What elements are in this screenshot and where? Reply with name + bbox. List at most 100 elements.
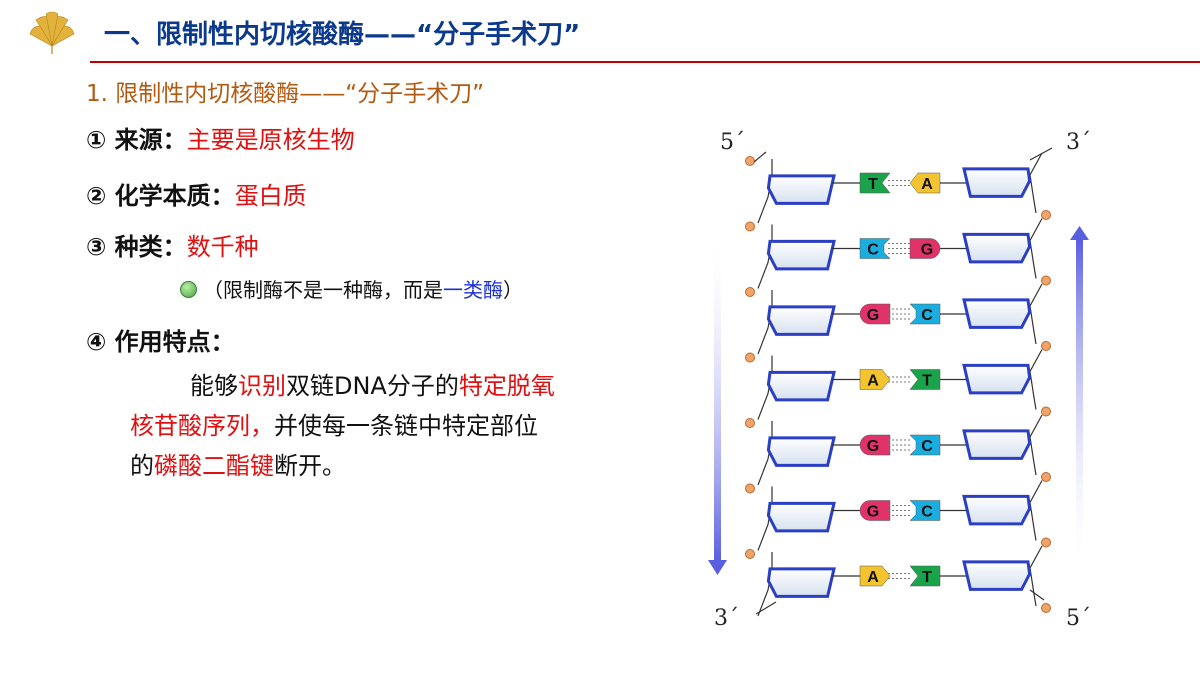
para-text: 双链DNA分子的 — [286, 372, 459, 400]
sugar-left — [766, 305, 836, 336]
nature-label: ② 化学本质： — [86, 182, 235, 210]
strand-end — [1029, 589, 1045, 601]
phosphate-icon — [1041, 210, 1051, 220]
para-highlight-sequence: 特定脱氧 — [458, 372, 555, 400]
sugar-left — [766, 436, 836, 467]
types-value: 数千种 — [186, 233, 259, 261]
base-shape — [859, 500, 891, 521]
sugar-left — [766, 239, 836, 271]
base-c: C — [859, 238, 891, 259]
base-letter: G — [867, 504, 879, 521]
phosphate-icon — [1041, 537, 1051, 548]
source-item: ① 来源：主要是原核生物 — [86, 120, 355, 155]
base-shape — [909, 369, 941, 390]
backbone-right — [1029, 283, 1043, 345]
note-close: ） — [503, 278, 523, 302]
direction-arrow-up — [1070, 226, 1089, 575]
phosphate-icon — [745, 352, 755, 363]
base-shape — [859, 369, 891, 390]
phosphate-icon — [1041, 472, 1051, 482]
backbone-right — [1029, 349, 1043, 410]
para-text: 断开。 — [274, 452, 346, 480]
base-letter: G — [921, 242, 933, 259]
feature-label: ④ 作用特点： — [86, 328, 235, 356]
header-divider — [90, 61, 1200, 63]
ginkgo-logo — [29, 11, 75, 54]
backbone-right — [1029, 152, 1043, 214]
base-letter: G — [867, 438, 879, 455]
para-highlight-sequence-2: 核苷酸序列， — [130, 412, 274, 440]
end-label-top-right: 3´ — [1066, 130, 1091, 155]
strand-end — [755, 601, 777, 615]
sugar-right — [962, 167, 1032, 198]
sugar-right — [962, 494, 1032, 526]
nature-value: 蛋白质 — [234, 182, 307, 210]
base-letter: A — [921, 176, 933, 193]
backbone-right — [1029, 480, 1043, 541]
phosphate-icon — [745, 418, 755, 428]
feature-item: ④ 作用特点： — [86, 322, 235, 357]
sugar-left — [766, 370, 836, 402]
direction-arrow-down — [708, 230, 727, 575]
page-title: 一、限制性内切核酸酶——“分子手术刀” — [104, 20, 581, 50]
sugar-left — [766, 174, 836, 205]
note-highlight: 一类酶 — [443, 278, 503, 302]
backbone-right — [1029, 545, 1043, 607]
base-a: A — [909, 172, 941, 194]
base-shape — [859, 434, 891, 456]
backbone-right — [1029, 218, 1043, 279]
base-shape — [859, 238, 891, 259]
sugar-right — [962, 363, 1032, 395]
base-a: A — [859, 565, 891, 587]
phosphate-icon — [1041, 603, 1051, 613]
base-t: T — [909, 369, 941, 390]
sugar-right — [962, 560, 1032, 591]
base-c: C — [909, 500, 941, 521]
phosphate-icon — [745, 287, 755, 297]
base-a: A — [859, 369, 891, 390]
base-letter: A — [867, 373, 879, 390]
backbone-right — [1029, 414, 1043, 476]
end-label-bottom-right: 5´ — [1066, 606, 1091, 631]
base-shape — [909, 172, 941, 194]
note-open: （限制酶不是一种酶，而是 — [203, 278, 443, 302]
base-shape — [909, 500, 941, 521]
end-label-bottom-left: 3´ — [714, 606, 739, 631]
base-letter: C — [867, 242, 879, 259]
phosphate-icon — [1041, 275, 1051, 286]
base-shape — [859, 303, 891, 325]
strand-end — [753, 151, 767, 163]
base-g: G — [859, 500, 891, 521]
sugar-left — [766, 501, 836, 533]
base-letter: A — [867, 569, 879, 586]
base-letter: C — [921, 438, 933, 455]
types-label: ③ 种类： — [86, 233, 187, 261]
para-text: 并使每一条链中特定部位 — [274, 412, 538, 440]
types-item: ③ 种类：数千种 — [86, 227, 259, 262]
sugar-left — [766, 567, 836, 598]
base-g: G — [859, 303, 891, 325]
sugar-right — [962, 232, 1032, 264]
base-c: C — [909, 303, 941, 325]
base-letter: T — [922, 373, 932, 390]
para-text: 的 — [130, 452, 154, 480]
sugar-right — [962, 429, 1032, 460]
end-label-top-left: 5´ — [720, 130, 745, 155]
source-value: 主要是原核生物 — [186, 126, 355, 154]
base-g: G — [859, 434, 891, 456]
base-g: G — [909, 238, 941, 259]
base-t: T — [909, 565, 941, 587]
strand-end — [1029, 147, 1053, 161]
source-label: ① 来源： — [86, 126, 187, 154]
base-shape — [909, 238, 941, 259]
phosphate-icon — [745, 156, 755, 166]
base-shape — [909, 303, 941, 325]
nature-item: ② 化学本质：蛋白质 — [86, 176, 307, 211]
base-letter: G — [867, 307, 879, 324]
phosphate-icon — [1041, 341, 1051, 351]
base-shape — [859, 172, 891, 194]
base-shape — [909, 565, 941, 587]
sugar-right — [962, 298, 1032, 329]
phosphate-icon — [1041, 406, 1051, 417]
